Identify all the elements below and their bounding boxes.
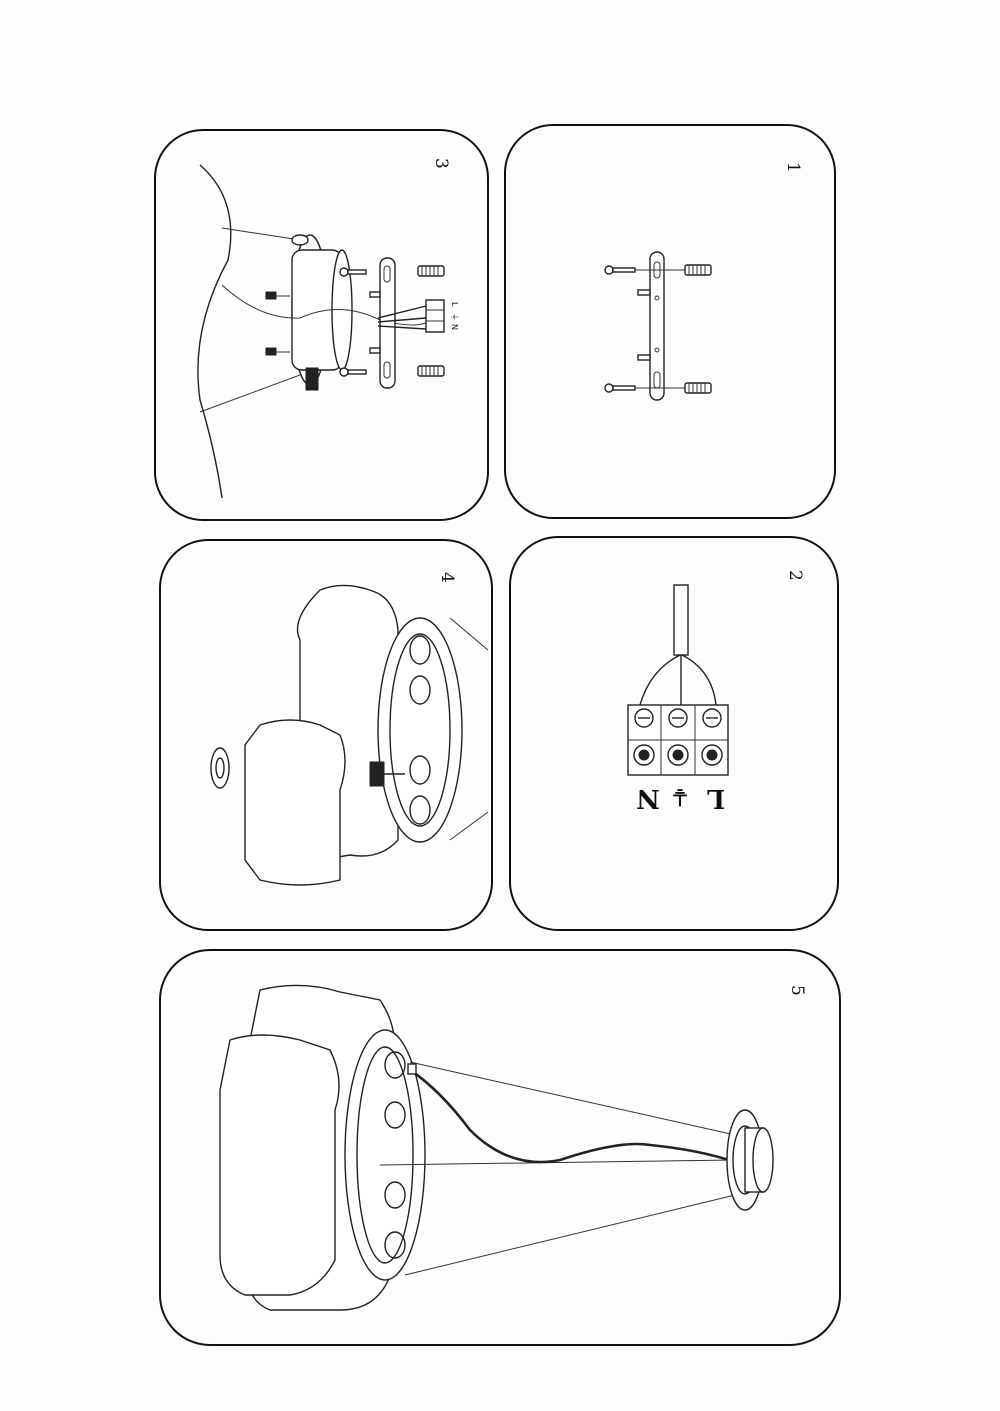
panel-4-frame — [159, 539, 493, 931]
lamp-shade-front — [244, 719, 346, 886]
screw-lower — [604, 383, 685, 393]
supply-cable — [221, 284, 431, 326]
lamp-ring — [377, 617, 463, 843]
panel-4-number: 4 — [437, 572, 457, 583]
panel-1-number: 1 — [783, 162, 803, 173]
terminal-label-earth: ⏚ — [670, 785, 690, 809]
bracket-stud-lower — [637, 354, 651, 361]
suspension-wire-middle — [379, 1159, 736, 1166]
screw-upper — [604, 265, 685, 275]
panel-1: 1 — [504, 124, 836, 519]
lamp-ring-bottom — [344, 1029, 426, 1281]
lamp-shade-front-bottom — [219, 1034, 340, 1296]
terminal-screw-n-top — [634, 708, 654, 728]
panel-5-frame — [159, 949, 841, 1346]
cord-grip — [407, 1063, 417, 1075]
wire-label-l: L — [450, 302, 459, 307]
panel-3: 3 — [154, 129, 489, 521]
screw-a — [339, 267, 367, 277]
mounting-bracket — [649, 251, 665, 401]
terminal-label-l: L — [707, 783, 725, 813]
terminal-screw-n-bottom — [633, 744, 655, 766]
panel-1-frame — [504, 124, 836, 519]
tag-label-lower — [265, 347, 290, 356]
lamp-body-outline — [197, 164, 232, 499]
terminal-screw-l-bottom — [701, 744, 723, 766]
terminal-screw-l-top — [702, 708, 722, 728]
panel-2-frame — [509, 536, 839, 931]
suspension-wire-top — [409, 1061, 736, 1136]
power-cable — [639, 584, 717, 706]
ceiling-canopy — [291, 234, 353, 391]
panel-2: 2 N ⏚ L — [509, 536, 839, 931]
ceiling-bracket — [369, 257, 396, 389]
wall-plug-upper — [684, 264, 712, 276]
terminal-screw-e-bottom — [667, 744, 689, 766]
screw-b — [339, 367, 367, 377]
panel-5-number: 5 — [787, 985, 807, 996]
finial-nut — [210, 747, 230, 789]
ceiling-canopy-bottom — [726, 1109, 774, 1211]
tag-label-upper — [265, 291, 290, 300]
wire-label-earth: ⏚ — [450, 313, 459, 321]
power-cord — [409, 1068, 736, 1164]
center-rod — [369, 761, 405, 787]
terminal-screw-e-top — [668, 708, 688, 728]
suspension-wire-bottom — [404, 1194, 736, 1276]
wall-plug-lower — [684, 382, 712, 394]
panel-5: 5 — [159, 949, 841, 1346]
plug-b — [417, 365, 445, 377]
panel-3-number: 3 — [431, 158, 451, 169]
wire-label-n: N — [450, 324, 459, 330]
panel-3-frame — [154, 129, 489, 521]
panel-2-number: 2 — [785, 570, 805, 581]
terminal-block-small — [377, 299, 445, 333]
panel-4: 4 — [159, 539, 493, 931]
terminal-label-n: N — [636, 783, 660, 813]
bracket-stud-upper — [637, 289, 651, 296]
plug-a — [417, 265, 445, 277]
